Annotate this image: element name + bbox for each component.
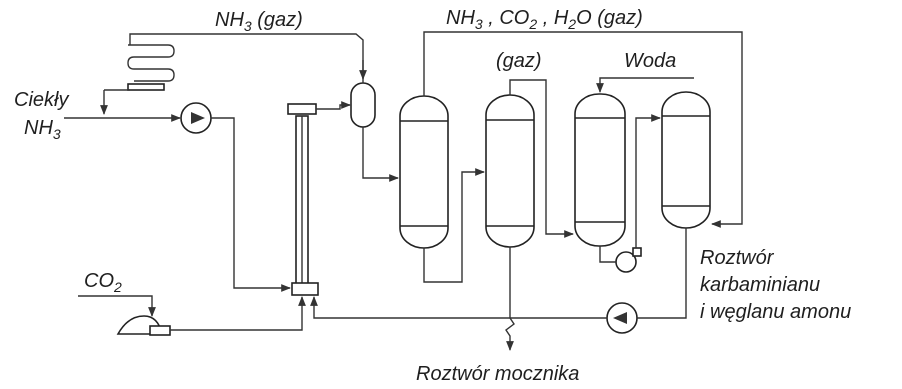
label-water: Woda <box>624 50 676 72</box>
label-solution-line2: karbaminianu <box>700 274 820 296</box>
absorber-4 <box>661 91 711 229</box>
label-liquid-ammonia-line2: NH3 <box>24 117 61 142</box>
condenser-coil <box>127 44 175 91</box>
reactor-2 <box>485 94 535 248</box>
circulation-pump <box>615 247 642 273</box>
ammonia-pump <box>180 102 212 134</box>
label-solution-line1: Roztwór <box>700 247 775 269</box>
label-urea-solution: Roztwór mocznika <box>416 363 579 385</box>
label-co2: CO2 <box>84 270 122 295</box>
label-liquid-ammonia-line1: Ciekły <box>14 89 69 111</box>
reactor-1 <box>399 95 449 249</box>
gas-separator <box>350 82 376 128</box>
absorber-3 <box>574 93 626 247</box>
piping <box>64 31 743 351</box>
label-nh3-gas: NH3 (gaz) <box>215 9 303 34</box>
label-solution-line3: i węglanu amonu <box>700 301 851 323</box>
label-nh3-co2-h2o-gas: NH3 , CO2 , H2O (gaz) <box>446 7 643 32</box>
mixer-column <box>287 103 319 296</box>
solution-pump <box>606 302 638 334</box>
co2-compressor <box>116 315 171 336</box>
label-gas: (gaz) <box>496 50 542 72</box>
